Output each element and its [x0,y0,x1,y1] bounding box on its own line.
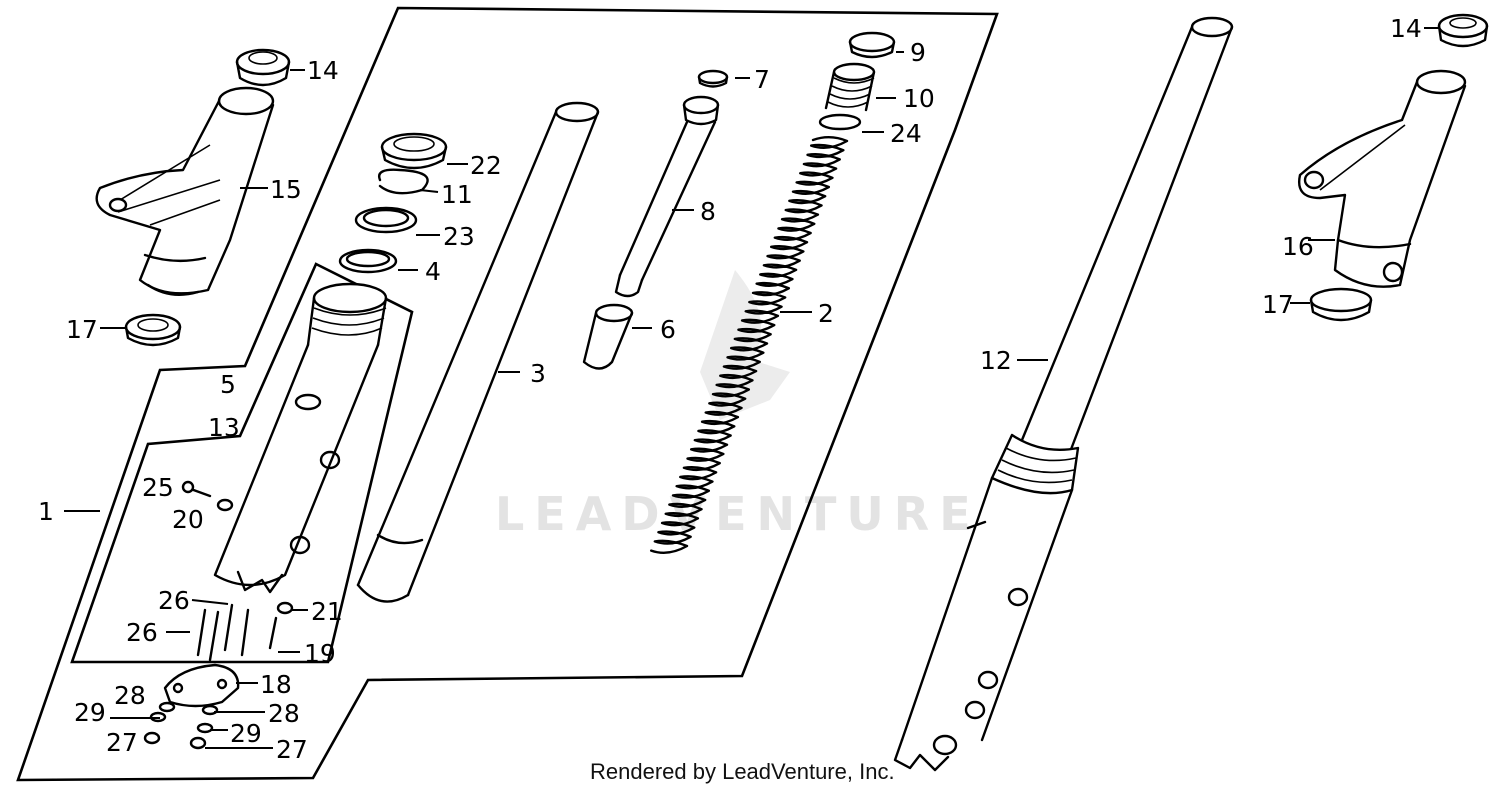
watermark-logo: LEADVENTURE [495,270,981,541]
callout-5: 5 [220,370,236,399]
callout-12: 12 [980,346,1012,375]
part-14-left-seal [235,48,291,87]
assembly-frame [16,6,999,782]
part-16-right-bracket [1298,69,1467,288]
part-24-o-ring [818,113,862,131]
callout-19: 19 [304,639,336,668]
callout-24: 24 [890,119,922,148]
part-7-piston-ring [697,69,729,88]
callout-7: 7 [754,65,770,94]
callout-4: 4 [425,257,441,286]
callout-13: 13 [208,413,240,442]
part-21-nut [276,601,294,615]
part-2-fork-spring [649,136,849,554]
part-22-oil-seal [380,132,448,170]
callout-1: 1 [38,497,54,526]
parts-27-28-29-hardware [143,701,219,750]
callout-20: 20 [172,505,204,534]
callout-27-right: 27 [276,735,308,764]
callout-28-left: 28 [114,681,146,710]
callout-26-upper: 26 [158,586,190,615]
leader-lines [64,27,1440,749]
callout-11: 11 [441,180,473,209]
callout-6: 6 [660,315,676,344]
part-25-bolt [181,480,212,498]
callout-17-right: 17 [1262,290,1294,319]
callout-15: 15 [270,175,302,204]
part-4-slide-bushing [338,248,398,274]
callout-21: 21 [311,597,343,626]
part-20-washer [216,498,234,512]
callout-29-right: 29 [230,719,262,748]
part-15-left-bracket [95,86,275,296]
part-18-axle-holder [163,663,240,708]
part-3-fork-tube [356,101,600,603]
part-8-damper-rod [614,95,720,298]
callout-14-left: 14 [307,56,339,85]
part-6-rebound-spring [582,303,634,370]
callout-27-left: 27 [106,728,138,757]
callout-26-lower: 26 [126,618,158,647]
callout-22: 22 [470,151,502,180]
callout-17-left: 17 [66,315,98,344]
callout-14-right: 14 [1390,14,1422,43]
part-17-left-seal [124,313,182,347]
sub-assembly-frame [70,262,414,664]
part-26-studs [196,603,250,662]
callouts: 14 15 17 22 11 23 4 5 13 1 3 7 8 6 9 10 … [38,14,1422,764]
callout-25: 25 [142,473,174,502]
part-10-spring-seat [824,62,876,112]
callout-16: 16 [1282,232,1314,261]
render-credit: Rendered by LeadVenture, Inc. [590,759,895,784]
part-14-right-seal [1437,13,1489,48]
watermark-text: LEADVENTURE [495,487,981,541]
part-5-bottom-case [213,282,388,594]
callout-29-left: 29 [74,698,106,727]
callout-3: 3 [530,359,546,388]
part-11-circlip [378,168,429,195]
part-23-back-up-ring [354,206,418,234]
callout-2: 2 [818,299,834,328]
part-9-bolt-cap [848,31,896,59]
callout-28-right: 28 [268,699,300,728]
part-17-right-seal [1309,287,1373,322]
callout-23: 23 [443,222,475,251]
part-12-fork-assembly [893,16,1234,772]
part-19-bolt [268,616,278,650]
callout-9: 9 [910,38,926,67]
callout-10: 10 [903,84,935,113]
callout-18: 18 [260,670,292,699]
callout-8: 8 [700,197,716,226]
